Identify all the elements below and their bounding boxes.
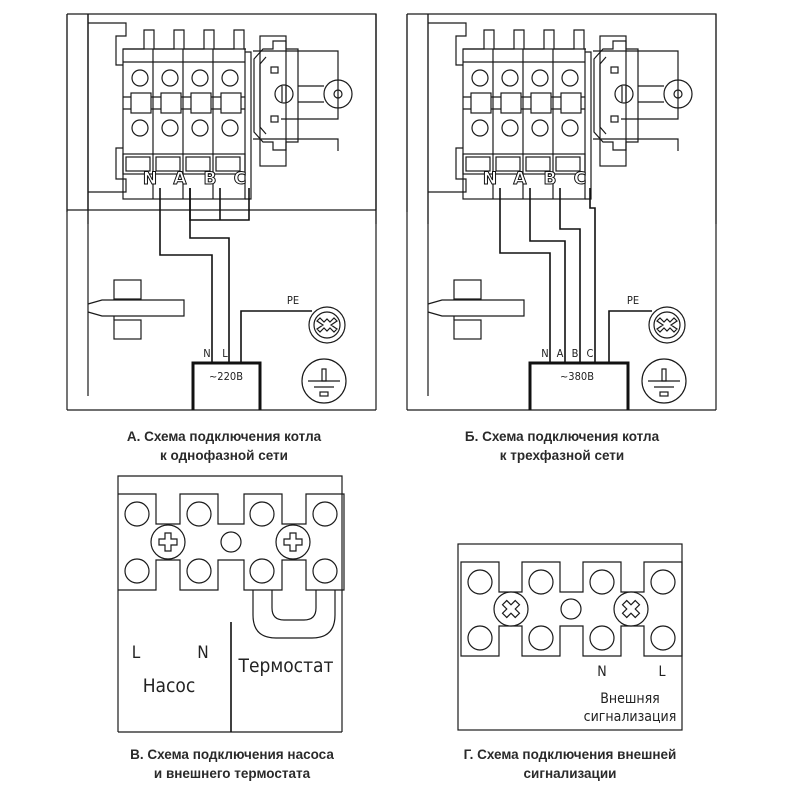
alarm-title-line1: Внешняя bbox=[600, 691, 660, 707]
pump-label-n: N bbox=[197, 643, 208, 663]
terminal-label-n: N bbox=[597, 664, 606, 680]
wires-three-phase bbox=[499, 188, 652, 362]
thermostat-title: Термостат bbox=[238, 655, 334, 677]
terminal-label-b: B bbox=[544, 169, 557, 189]
caption-g: Г. Схема подключения внешней сигнализаци… bbox=[410, 745, 730, 783]
supply-label: ~380В bbox=[560, 370, 594, 383]
caption-b-line2: к трехфазной сети bbox=[499, 448, 625, 463]
caption-a-line2: к однофазной сети bbox=[160, 448, 288, 463]
caption-g-line1: Г. Схема подключения внешней bbox=[463, 747, 677, 762]
diagram-g-external-alarm: N L Внешняя сигнализация bbox=[457, 543, 683, 731]
terminal-strip-icon bbox=[460, 561, 683, 657]
terminal-label-c: C bbox=[234, 169, 246, 189]
wire-label-b: B bbox=[572, 347, 579, 360]
diagram-a-single-phase: N A B C ~220В N L PE bbox=[66, 13, 377, 411]
caption-b-line1: Б. Схема подключения котла bbox=[464, 429, 660, 444]
pump-title: Насос bbox=[143, 675, 196, 697]
wire-label-n: N bbox=[203, 347, 210, 360]
terminal-strip-icon bbox=[118, 493, 345, 591]
caption-v-line1: В. Схема подключения насоса bbox=[130, 747, 334, 762]
diagram-b-three-phase: N A B C ~380В N A B C PE bbox=[406, 13, 717, 411]
supply-label: ~220В bbox=[209, 370, 243, 383]
supply-box bbox=[191, 361, 262, 410]
terminal-letters: N A B C bbox=[142, 169, 246, 190]
wire-label-n: N bbox=[541, 347, 548, 360]
pump-label-l: L bbox=[132, 643, 141, 663]
terminal-label-l: L bbox=[658, 664, 665, 680]
wire-label-a: A bbox=[557, 347, 564, 360]
terminal-label-c: C bbox=[574, 169, 586, 189]
terminal-label-a: A bbox=[513, 169, 527, 189]
terminal-label-n: N bbox=[483, 169, 497, 189]
terminal-label-a: A bbox=[173, 169, 187, 189]
caption-g-line2: сигнализации bbox=[523, 766, 617, 781]
diagram-v-pump-thermostat: L N Насос Термостат bbox=[117, 475, 345, 733]
caption-v: В. Схема подключения насоса и внешнего т… bbox=[72, 745, 392, 783]
terminal-label-b: B bbox=[204, 169, 217, 189]
alarm-title-line2: сигнализация bbox=[584, 709, 677, 725]
wire-label-c: C bbox=[587, 347, 594, 360]
caption-a-line1: А. Схема подключения котла bbox=[126, 429, 322, 444]
terminal-letters: N A B C bbox=[482, 169, 586, 190]
pe-label: PE bbox=[287, 294, 299, 307]
pe-label: PE bbox=[627, 294, 639, 307]
panel-frame bbox=[117, 475, 343, 733]
terminal-label-n: N bbox=[143, 169, 157, 189]
caption-v-line2: и внешнего термостата bbox=[153, 766, 311, 781]
jumper-icon bbox=[252, 590, 336, 639]
wires-single-phase bbox=[159, 188, 312, 362]
wire-label-l: L bbox=[222, 347, 228, 360]
caption-a: А. Схема подключения котла к однофазной … bbox=[64, 427, 384, 465]
caption-b: Б. Схема подключения котла к трехфазной … bbox=[402, 427, 722, 465]
supply-box bbox=[528, 361, 630, 410]
